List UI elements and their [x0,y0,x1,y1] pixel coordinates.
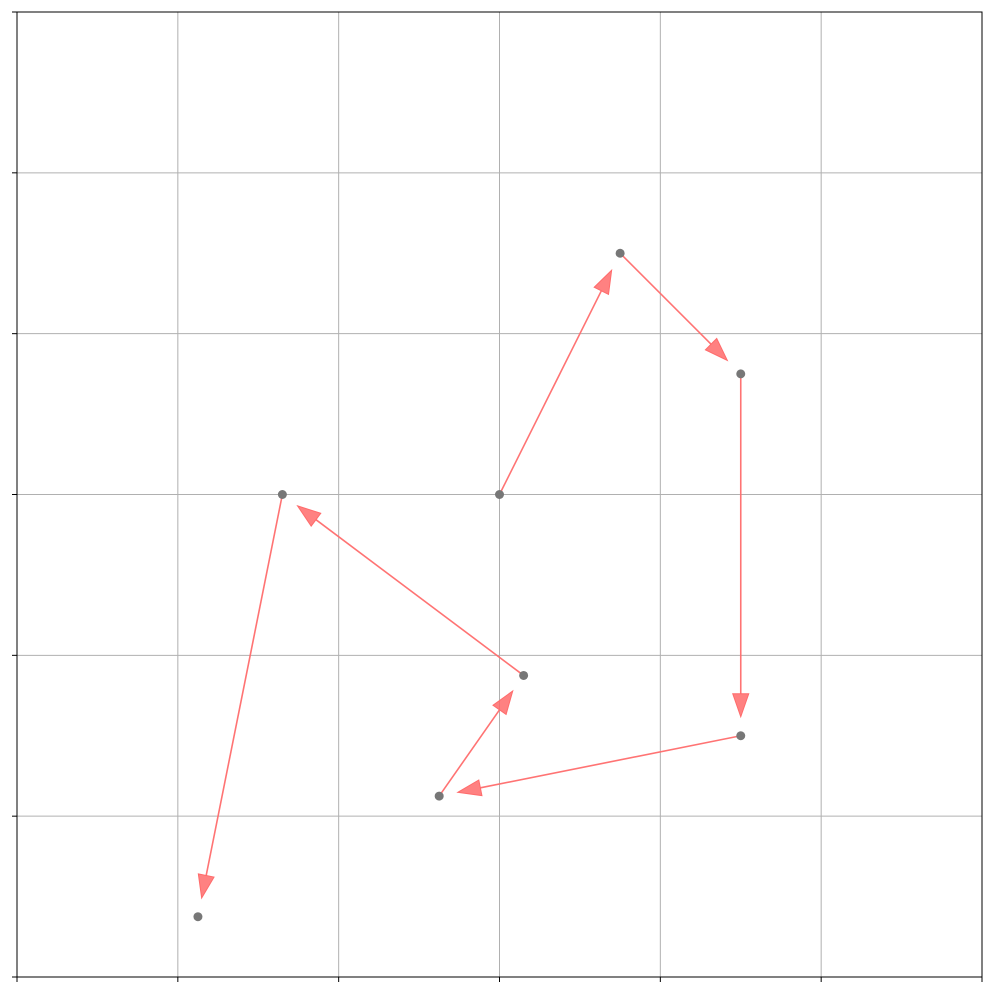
data-point-5 [519,670,529,680]
arrow-1 [619,252,729,362]
arrow-head-2 [732,693,750,719]
arrow-shaft-4 [438,709,501,797]
arrow-shaft-0 [498,290,603,495]
arrow-6 [197,494,284,900]
arrow-shaft-6 [205,494,284,876]
arrow-head-1 [704,337,729,362]
arrow-head-3 [456,779,483,797]
arrow-head-4 [492,689,514,716]
arrow-head-5 [296,504,322,527]
arrow-shaft-5 [315,519,525,677]
arrow-3 [456,734,741,797]
data-point-6 [277,490,287,499]
arrow-layer [197,252,750,900]
data-point-0 [495,490,504,499]
data-point-3 [736,731,746,741]
data-point-2 [736,369,746,379]
data-point-1 [615,248,625,258]
point-layer [193,248,746,922]
arrow-5 [296,504,525,677]
arrow-head-0 [593,268,613,296]
arrow-shaft-3 [480,734,741,789]
data-point-4 [434,791,444,801]
arrow-shaft-1 [619,252,712,345]
arrow-0 [498,268,613,495]
arrow-4 [438,689,514,797]
axes-layer [12,11,983,982]
arrow-head-6 [197,873,215,900]
arrow-2 [732,373,750,719]
data-point-7 [193,912,203,922]
